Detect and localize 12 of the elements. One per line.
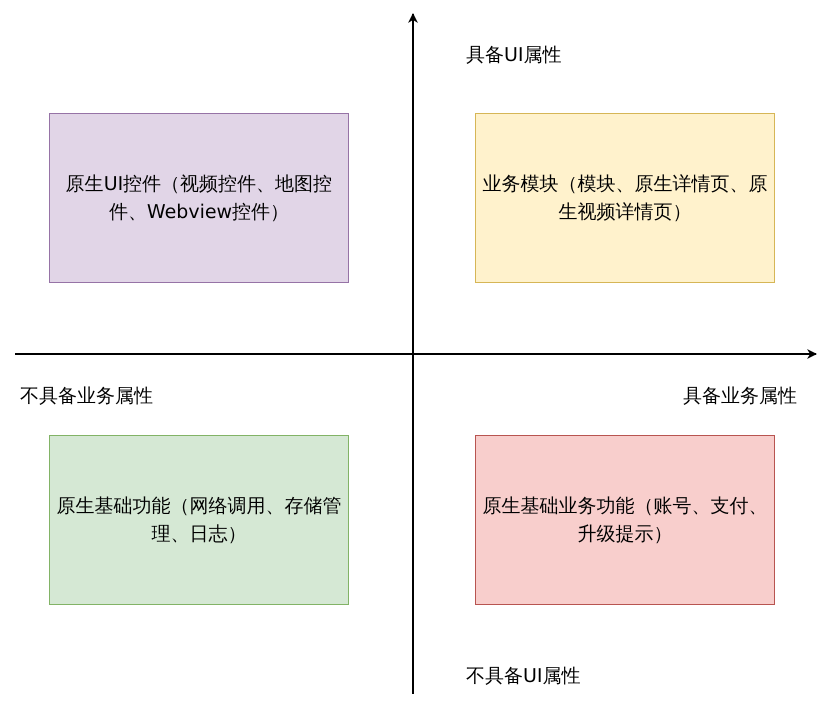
box-text: 原生基础业务功能（账号、支付、升级提示） bbox=[482, 494, 768, 547]
axis-label: 具备业务属性 bbox=[683, 384, 797, 408]
axis-label: 具备UI属性 bbox=[466, 43, 562, 67]
axis-label: 不具备业务属性 bbox=[20, 384, 153, 408]
box-text: 原生基础功能（网络调用、存储管理、日志） bbox=[56, 494, 342, 547]
axis-label: 不具备UI属性 bbox=[466, 664, 581, 688]
quadrant-box bbox=[475, 113, 775, 283]
quadrant-box bbox=[49, 435, 349, 605]
box-text: 原生UI控件（视频控件、地图控件、Webview控件） bbox=[64, 172, 334, 225]
box-text: 业务模块（模块、原生详情页、原生视频详情页） bbox=[482, 172, 768, 225]
quadrant-box bbox=[49, 113, 349, 283]
quadrant-box bbox=[475, 435, 775, 605]
